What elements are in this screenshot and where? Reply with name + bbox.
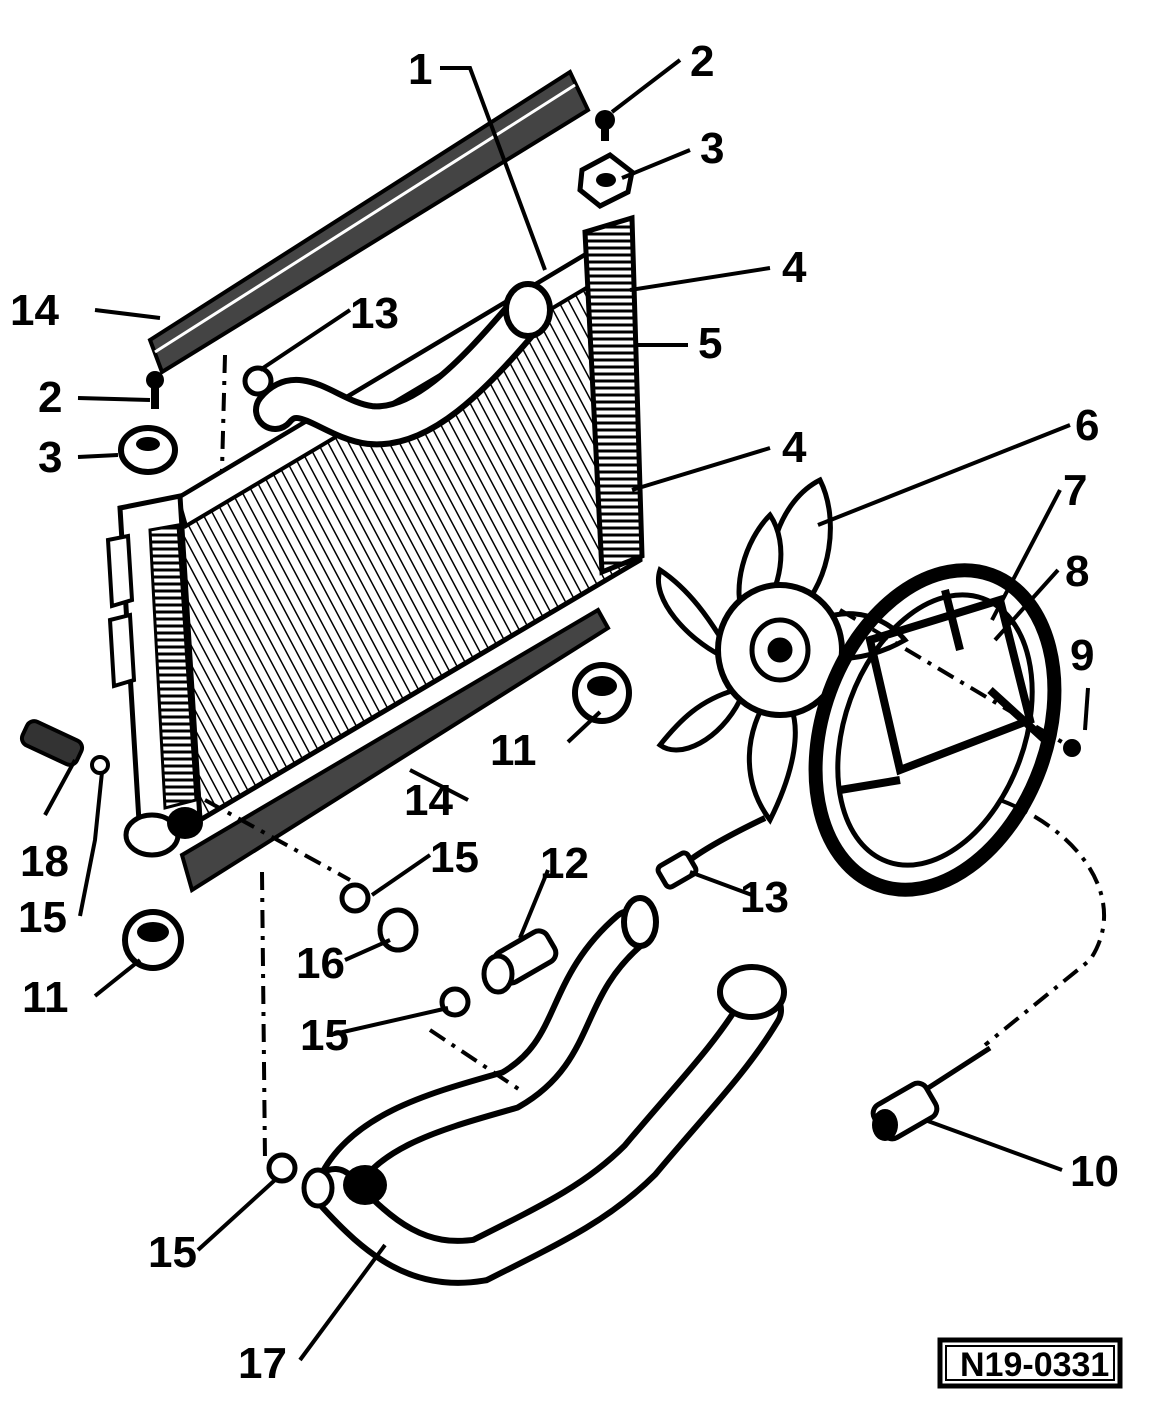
reference-code-box: N19-0331	[937, 1337, 1123, 1389]
rubber-foot-right	[572, 662, 632, 724]
callout-16: 16	[296, 939, 345, 988]
callout-12: 12	[540, 839, 589, 888]
o-ring-upper	[242, 365, 274, 397]
callout-7: 7	[1063, 466, 1087, 515]
fan-assembly	[656, 476, 909, 825]
lower-hose-17	[301, 895, 787, 1286]
callout-11-right: 11	[490, 726, 537, 775]
assembly-lines	[204, 354, 1107, 1161]
callout-15-right: 15	[430, 833, 479, 882]
callout-10: 10	[1070, 1147, 1119, 1196]
callout-4-mid: 4	[782, 423, 807, 472]
callout-1: 1	[408, 45, 432, 94]
lower-seal-strip	[179, 607, 611, 894]
rubber-mount-top	[577, 152, 635, 209]
leader-lines	[43, 58, 1090, 1362]
callout-15-mid: 15	[300, 1011, 349, 1060]
callout-14-lower: 14	[404, 776, 453, 825]
fastener-screw-top	[595, 110, 615, 141]
callout-2-top: 2	[690, 37, 714, 86]
rubber-mount-left	[118, 425, 178, 475]
temperature-sensor	[870, 1045, 992, 1142]
o-ring-15-low	[266, 1152, 298, 1184]
connector-lower	[655, 815, 767, 890]
radiator-right-tank	[582, 214, 645, 576]
rubber-foot-left	[122, 909, 184, 971]
callout-3-top: 3	[700, 124, 724, 173]
callout-9: 9	[1070, 631, 1094, 680]
reference-code: N19-0331	[960, 1346, 1109, 1384]
callout-labels: 1 2 3 4 5 4 6 7 8 9 10 11 11 12 13 13 14…	[10, 37, 1119, 1388]
coolant-pipe-12	[481, 928, 559, 995]
o-ring-15-right	[339, 882, 371, 914]
fan-shroud	[808, 563, 1081, 897]
callout-13-upper: 13	[350, 289, 399, 338]
o-ring-15-mid	[439, 986, 471, 1018]
callout-5: 5	[698, 319, 722, 368]
callout-17: 17	[238, 1339, 287, 1388]
callout-18: 18	[20, 837, 69, 886]
drain-plug	[19, 719, 110, 775]
callout-14-upper: 14	[10, 286, 59, 335]
callout-2-left: 2	[38, 373, 62, 422]
callout-11-left: 11	[22, 973, 69, 1022]
callout-15-low: 15	[148, 1228, 197, 1277]
callout-15-left: 15	[18, 893, 67, 942]
callout-3-left: 3	[38, 433, 62, 482]
callout-4-top: 4	[782, 243, 807, 292]
fastener-screw-left	[146, 371, 164, 409]
callout-8: 8	[1065, 547, 1089, 596]
callout-6: 6	[1075, 401, 1099, 450]
callout-13-lower: 13	[740, 873, 789, 922]
